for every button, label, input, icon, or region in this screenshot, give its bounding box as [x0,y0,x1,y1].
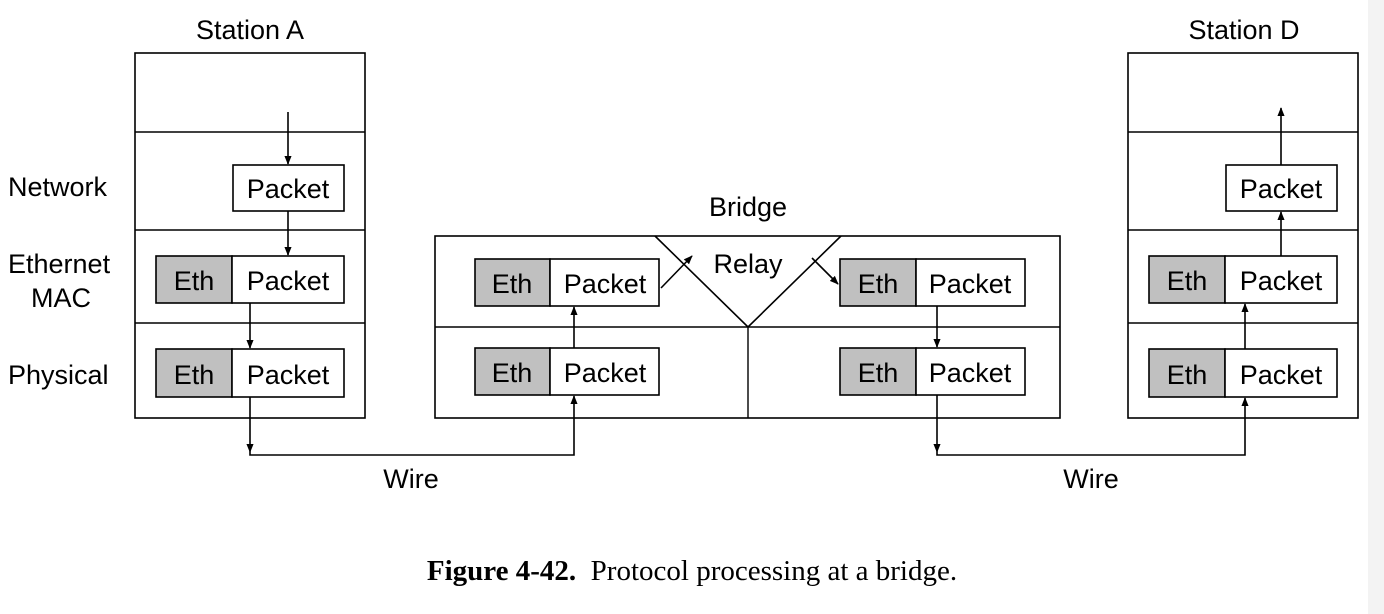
svg-text:Packet: Packet [929,358,1012,388]
svg-text:Eth: Eth [492,358,533,388]
arrow-into-relay [660,255,693,289]
relay-triangle [654,235,842,329]
svg-text:Eth: Eth [1167,360,1208,390]
station-d-network-packet: Packet [1225,164,1338,212]
station-a-mac-frame: Eth Packet [155,255,345,304]
svg-text:Eth: Eth [858,269,899,299]
caption-number: Figure 4-42. [426,555,577,587]
relay-label: Relay [713,249,783,279]
svg-text:Packet: Packet [564,269,647,299]
station-d-physical-frame: Eth Packet [1148,348,1338,398]
page-edge [1368,0,1384,614]
svg-text:Packet: Packet [1240,360,1323,390]
station-a-physical-frame: Eth Packet [155,348,345,398]
bridge-title: Bridge [709,192,787,222]
wire-right [936,452,1246,456]
station-d-stack [1127,52,1359,419]
bridge-left-mac-frame: Eth Packet [474,258,660,307]
svg-text:Packet: Packet [247,266,330,296]
svg-text:Packet: Packet [1240,266,1323,296]
wire-label-left: Wire [383,464,439,494]
wire-left [249,452,575,456]
svg-text:Packet: Packet [929,269,1012,299]
station-d-title: Station D [1188,15,1299,45]
station-a-network-packet: Packet [232,164,345,212]
station-d-mac-frame: Eth Packet [1148,255,1338,304]
layer-label-physical: Physical [8,360,109,390]
wire-label-right: Wire [1063,464,1119,494]
arrow-out-of-relay [811,257,839,285]
svg-text:Packet: Packet [247,174,330,204]
bridge-right-physical-frame: Eth Packet [839,347,1026,396]
station-a-title: Station A [196,15,304,45]
layer-label-mac: MAC [31,283,91,313]
bridge-left-physical-frame: Eth Packet [474,347,660,396]
bridge-stack [434,235,1061,419]
layer-label-network: Network [8,172,108,202]
svg-text:Packet: Packet [564,358,647,388]
svg-text:Eth: Eth [492,269,533,299]
figure-caption: Figure 4-42. Protocol processing at a br… [0,555,1384,588]
caption-text: Protocol processing at a bridge. [590,555,958,587]
svg-text:Eth: Eth [174,266,215,296]
svg-text:Eth: Eth [858,358,899,388]
svg-text:Packet: Packet [247,360,330,390]
svg-text:Eth: Eth [1167,266,1208,296]
bridge-right-mac-frame: Eth Packet [839,258,1026,307]
layer-label-ethernet: Ethernet [8,249,111,279]
svg-text:Eth: Eth [174,360,215,390]
svg-text:Packet: Packet [1240,174,1323,204]
